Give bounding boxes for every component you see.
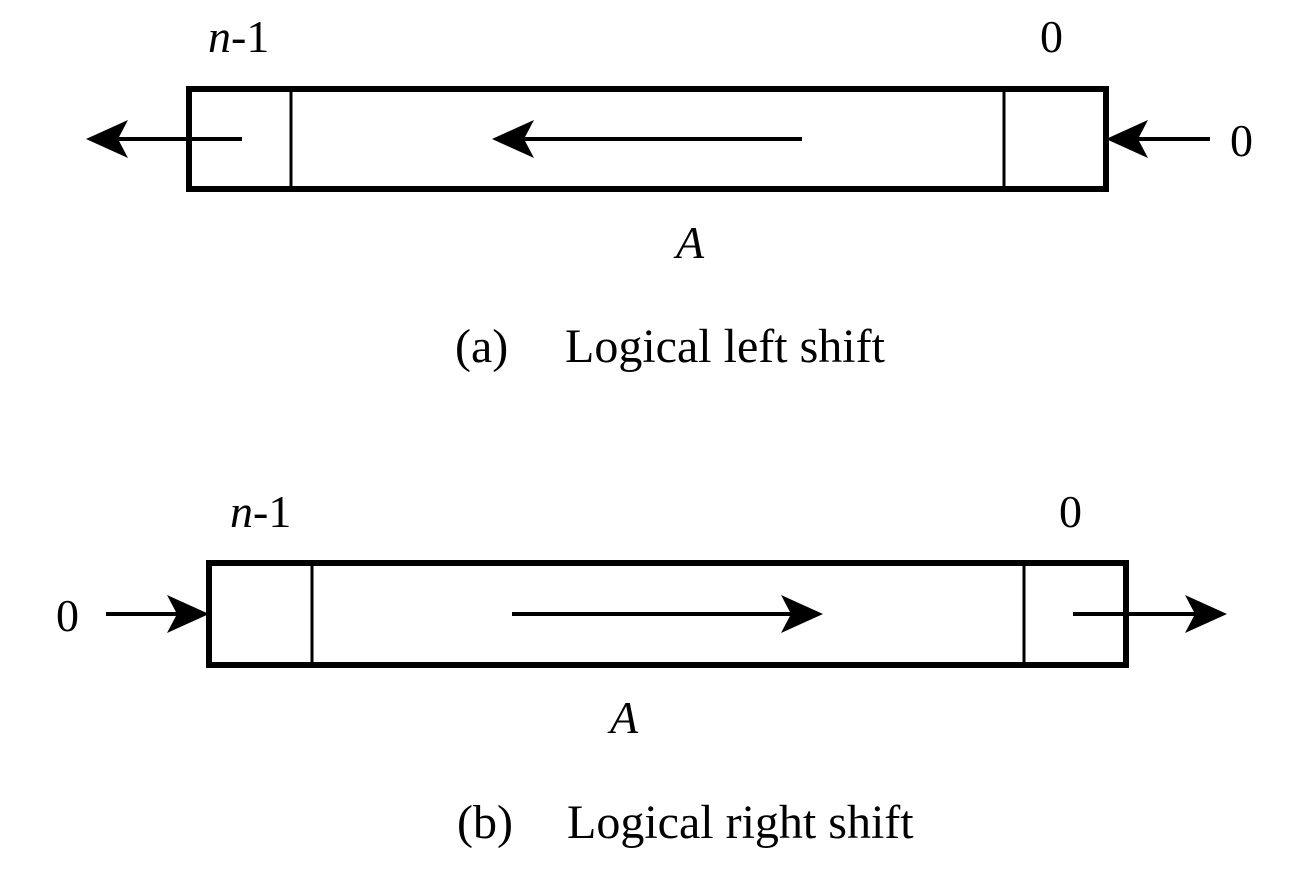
msb-index-label-a: n-1 [208,11,269,62]
caption-a: (a) Logical left shift [455,320,886,373]
shift-direction-arrow-b [512,595,823,633]
zero-fill-arrow-a [1106,120,1210,158]
caption-text-b: Logical right shift [567,796,914,849]
zero-fill-arrow-b [106,595,209,633]
shift-direction-arrow-a [492,120,802,158]
caption-tag-b: (b) [457,796,513,849]
lsb-index-label-a: 0 [1040,11,1063,62]
right-shift-panel: n-1 0 0 A (b) Logical right shift [56,486,1227,849]
shift-out-arrow-b [1073,595,1227,633]
caption-text-a: Logical left shift [565,320,886,373]
zero-fill-value-a: 0 [1230,115,1253,166]
caption-tag-a: (a) [455,320,508,373]
zero-fill-value-b: 0 [56,590,79,641]
msb-index-label-b: n-1 [230,486,291,537]
register-name-b: A [607,692,639,743]
lsb-index-label-b: 0 [1059,486,1082,537]
caption-b: (b) Logical right shift [457,796,914,849]
shift-out-arrow-a [86,120,242,158]
left-shift-panel: n-1 0 0 A (a) Logical left shift [86,11,1253,373]
register-name-a: A [673,217,705,268]
